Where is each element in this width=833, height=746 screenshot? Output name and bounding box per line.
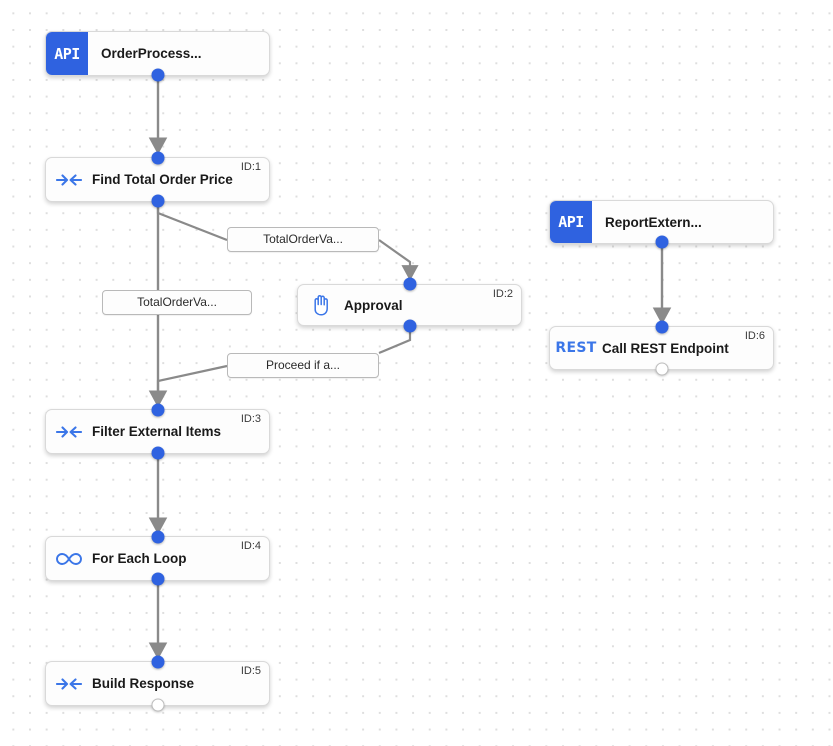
node-filter-external-items[interactable]: Filter External Items ID:3 [45,409,270,454]
node-id-badge: ID:4 [240,540,261,552]
port-filter-in[interactable] [151,403,165,417]
rest-text-icon: REST [550,340,602,356]
port-call-rest-in[interactable] [655,320,669,334]
edge-label-total-order-value-1[interactable]: TotalOrderVa... [227,227,379,252]
node-title: ReportExtern... [605,214,702,230]
edge-label-proceed-if-approved[interactable]: Proceed if a... [227,353,379,378]
merge-arrows-icon [46,172,92,188]
node-title: Find Total Order Price [92,172,233,187]
merge-arrows-icon [46,676,92,692]
node-title: Approval [344,297,403,313]
edge-findtotal-to-approval [156,202,228,242]
edge-label-total-order-value-2[interactable]: TotalOrderVa... [102,290,252,315]
port-call-rest-out[interactable] [655,362,669,376]
infinity-icon [46,551,92,567]
edge-findtotal-to-approval-tail [378,239,419,281]
node-title: Build Response [92,676,195,691]
rest-label: REST [555,340,597,356]
port-for-each-out[interactable] [151,572,165,586]
node-id-badge: ID:6 [744,330,765,342]
api-badge-icon: API [46,32,88,75]
port-report-external-out[interactable] [655,235,669,249]
port-approval-out[interactable] [403,319,417,333]
node-title: For Each Loop [92,551,187,566]
port-approval-in[interactable] [403,277,417,291]
api-badge-icon: API [550,201,592,243]
port-for-each-in[interactable] [151,530,165,544]
port-find-total-out[interactable] [151,194,165,208]
node-order-process[interactable]: API OrderProcess... [45,31,270,76]
port-find-total-in[interactable] [151,151,165,165]
merge-arrows-icon [46,424,92,440]
node-id-badge: ID:5 [240,665,261,677]
node-id-badge: ID:2 [492,288,513,300]
port-filter-out[interactable] [151,446,165,460]
node-title: Call REST Endpoint [602,340,729,356]
node-title: OrderProcess... [101,46,202,61]
node-title: Filter External Items [92,424,222,439]
node-find-total-order-price[interactable]: Find Total Order Price ID:1 [45,157,270,202]
port-order-process-out[interactable] [151,68,165,82]
port-build-response-out[interactable] [151,698,165,712]
port-build-response-in[interactable] [151,655,165,669]
node-build-response[interactable]: Build Response ID:5 [45,661,270,706]
node-approval[interactable]: Approval ID:2 [297,284,522,326]
edge-approval-to-filter-tail [156,364,228,399]
node-id-badge: ID:1 [240,161,261,173]
node-id-badge: ID:3 [240,413,261,425]
hand-icon [298,294,344,316]
